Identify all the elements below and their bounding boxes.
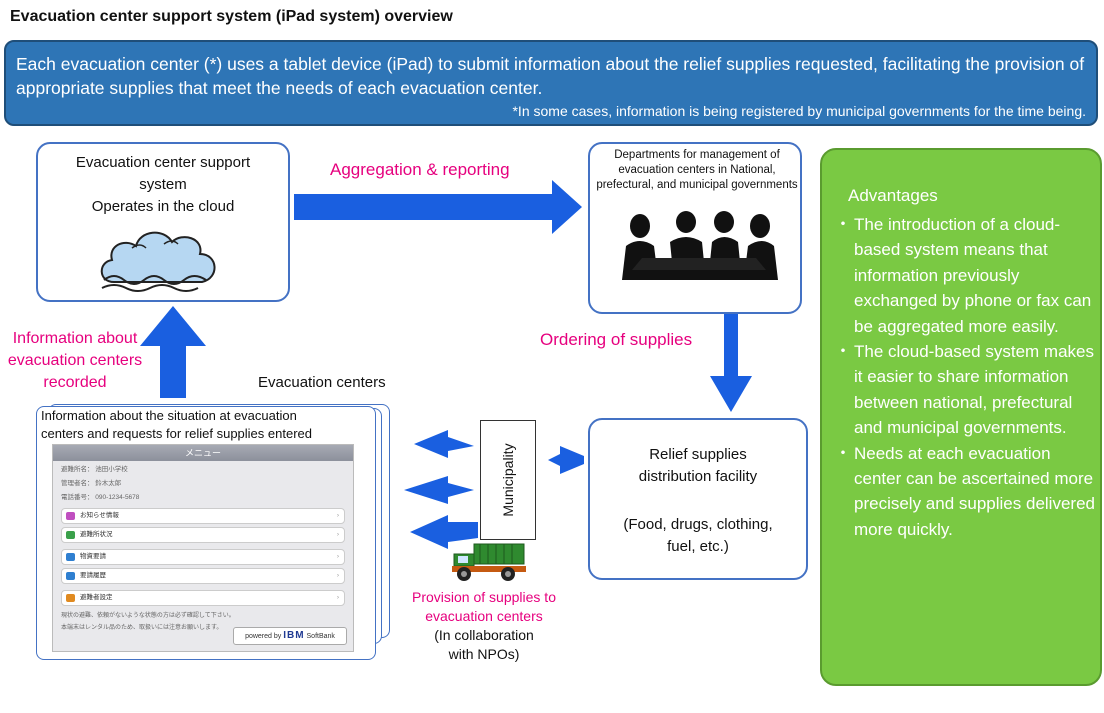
cloud-system-box: Evacuation center support system Operate… <box>36 142 290 302</box>
info-recorded-line1: Information about <box>12 330 138 347</box>
truck-icon <box>452 543 526 581</box>
arrow-to-municipality <box>548 446 584 474</box>
cloud-box-line3: Operates in the cloud <box>91 198 235 215</box>
menu-item-icon <box>66 512 75 520</box>
arrow-to-evac-3 <box>410 515 478 549</box>
chevron-right-icon: › <box>336 572 339 579</box>
departments-text: Departments for management of evacuation… <box>596 149 798 191</box>
cloud-box-line1: Evacuation center support <box>75 154 251 171</box>
relief-facility-box: Relief supplies distribution facility (F… <box>588 418 808 580</box>
info-recorded-label: Information about evacuation centers rec… <box>0 328 150 394</box>
provision-line1: Provision of supplies to <box>412 589 556 605</box>
provision-line4: with NPOs) <box>448 646 520 662</box>
ipad-menu-item[interactable]: 物資要請› <box>61 549 345 565</box>
menu-item-icon <box>66 531 75 539</box>
ipad-info-line: 電話番号： 090-1234-5678 <box>61 494 140 501</box>
tablet-caption-line2: centers and requests for relief supplies… <box>41 426 312 441</box>
banner-main-text: Each evacuation center (*) uses a tablet… <box>16 54 1085 98</box>
ipad-info-line: 管理者名： 鈴木太郎 <box>61 480 122 487</box>
bullet-icon: ・ <box>834 342 852 362</box>
relief-line2: distribution facility <box>638 468 758 485</box>
ipad-menu-item[interactable]: 避難所状況› <box>61 527 345 543</box>
ipad-footer-line: 現状の避難、依頼がないような状態の方は必ず確認して下さい。 <box>61 613 235 619</box>
arrow-to-cloud <box>140 306 206 398</box>
chevron-right-icon: › <box>336 531 339 538</box>
advantages-title: Advantages <box>848 186 938 205</box>
arrow-to-relief-facility <box>710 314 752 412</box>
ipad-header: メニュー <box>53 445 353 461</box>
relief-line1: Relief supplies <box>649 446 747 463</box>
provision-line2: evacuation centers <box>425 608 543 624</box>
provision-label: Provision of supplies to evacuation cent… <box>404 588 564 664</box>
cloud-box-line2: system <box>139 176 187 193</box>
ipad-menu-item[interactable]: 要請履歴› <box>61 568 345 584</box>
menu-item-icon <box>66 572 75 580</box>
municipality-label: Municipality <box>500 443 516 517</box>
chevron-right-icon: › <box>336 512 339 519</box>
ipad-menu-item[interactable]: 避難者設定› <box>61 590 345 606</box>
arrow-to-evac-2 <box>404 476 474 504</box>
menu-item-icon <box>66 594 75 602</box>
summary-banner: Each evacuation center (*) uses a tablet… <box>4 40 1098 126</box>
flow-arrows <box>140 180 752 549</box>
ipad-footer-line: 本端末はレンタル品のため、取扱いには注意お願いします。 <box>61 625 223 631</box>
advantage-item: ・The introduction of a cloud-based syste… <box>832 212 1096 339</box>
advantages-panel: Advantages ・The introduction of a cloud-… <box>820 148 1102 686</box>
meeting-silhouette-icon <box>622 211 778 280</box>
bullet-icon: ・ <box>834 443 852 463</box>
powered-by-badge: powered by IBM SoftBank <box>233 627 347 645</box>
banner-note: *In some cases, information is being reg… <box>512 103 1086 119</box>
ipad-screen: メニュー 避難所名： 池田小学校 管理者名： 鈴木太郎 電話番号： 090-12… <box>52 444 354 652</box>
menu-item-icon <box>66 553 75 561</box>
ipad-menu-item[interactable]: お知らせ情報› <box>61 508 345 524</box>
departments-box: Departments for management of evacuation… <box>588 142 802 314</box>
chevron-right-icon: › <box>336 553 339 560</box>
info-recorded-line3: recorded <box>43 374 107 391</box>
provision-line3: (In collaboration <box>434 627 534 643</box>
page-title: Evacuation center support system (iPad s… <box>10 8 453 25</box>
chevron-right-icon: › <box>336 594 339 601</box>
aggregation-label: Aggregation & reporting <box>330 160 510 179</box>
evacuation-centers-label: Evacuation centers <box>258 374 386 391</box>
municipality-box: Municipality <box>480 420 536 540</box>
advantage-item: ・Needs at each evacuation center can be … <box>832 441 1096 543</box>
ipad-info-line: 避難所名： 池田小学校 <box>61 466 128 473</box>
tablet-caption: Information about the situation at evacu… <box>41 407 312 443</box>
info-recorded-line2: evacuation centers <box>7 352 143 369</box>
relief-line3: (Food, drugs, clothing, <box>623 516 773 533</box>
cloud-icon <box>100 231 216 292</box>
ordering-label: Ordering of supplies <box>540 330 693 349</box>
bullet-icon: ・ <box>834 215 852 234</box>
relief-line4: fuel, etc.) <box>667 538 729 555</box>
arrow-to-evac-1 <box>414 430 474 458</box>
tablet-caption-line1: Information about the situation at evacu… <box>41 408 297 423</box>
advantage-item: ・The cloud-based system makes it easier … <box>832 339 1096 441</box>
arrow-to-departments <box>294 180 582 234</box>
advantages-list: ・The introduction of a cloud-based syste… <box>832 212 1096 542</box>
